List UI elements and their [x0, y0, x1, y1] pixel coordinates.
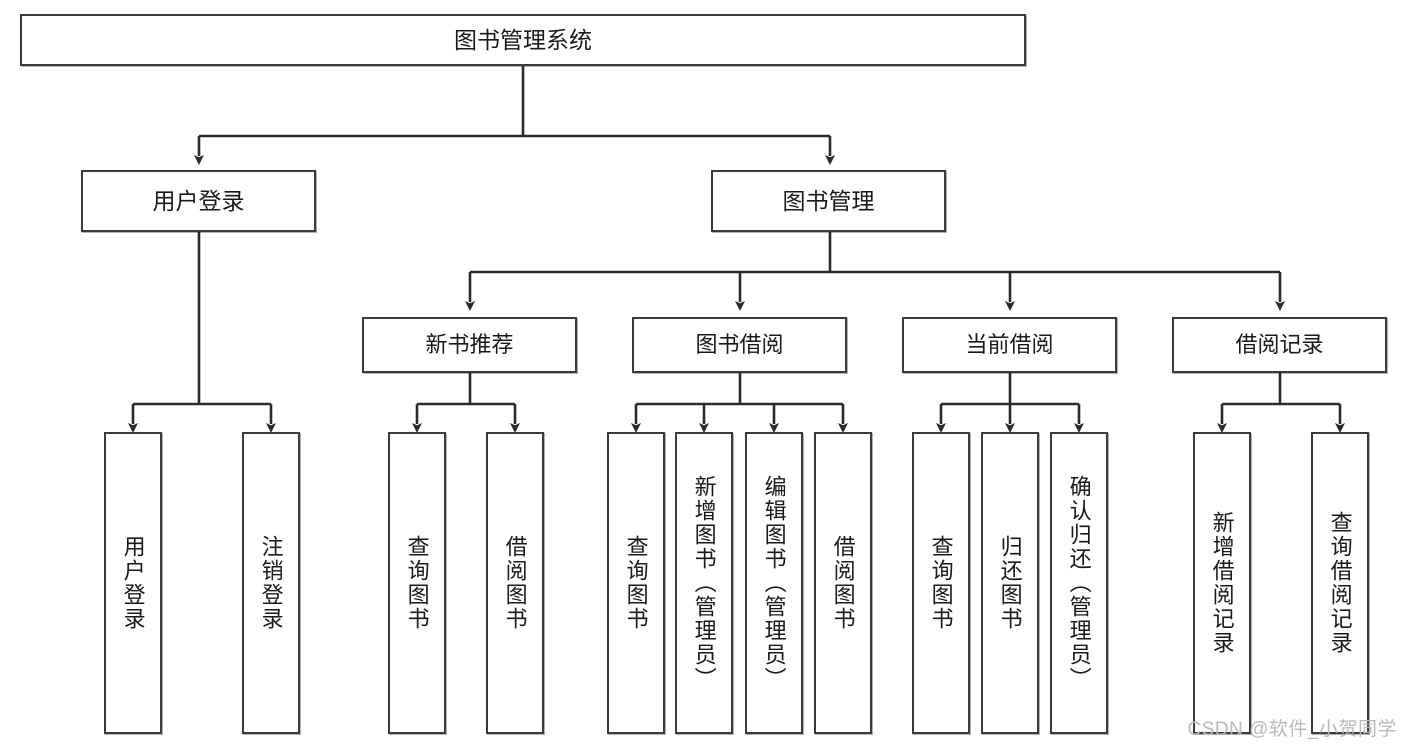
node-label: 查询图书	[404, 535, 430, 631]
leaf-current-return-book[interactable]: 归还图书	[981, 432, 1039, 734]
node-label: 借阅记录	[1235, 332, 1324, 358]
node-label: 注销登录	[258, 535, 284, 631]
node-current-borrow[interactable]: 当前借阅	[902, 317, 1117, 373]
leaf-borrow-add-book-admin[interactable]: 新增图书（管理员）	[675, 432, 733, 734]
node-label: 新书推荐	[425, 332, 514, 358]
leaf-borrow-edit-book-admin[interactable]: 编辑图书（管理员）	[745, 432, 803, 734]
leaf-current-query-book[interactable]: 查询图书	[912, 432, 970, 734]
leaf-record-add[interactable]: 新增借阅记录	[1193, 432, 1251, 734]
node-borrow-record[interactable]: 借阅记录	[1172, 317, 1387, 373]
node-book-management[interactable]: 图书管理	[711, 170, 946, 232]
leaf-record-query[interactable]: 查询借阅记录	[1311, 432, 1369, 734]
node-user-login[interactable]: 用户登录	[81, 170, 316, 232]
leaf-borrow-borrow-book[interactable]: 借阅图书	[814, 432, 872, 734]
leaf-user-login-login[interactable]: 用户登录	[104, 432, 162, 734]
node-new-book-recommend[interactable]: 新书推荐	[362, 317, 577, 373]
node-label: 借阅图书	[830, 535, 856, 631]
node-label: 图书管理	[782, 187, 875, 214]
node-label: 确认归还（管理员）	[1066, 475, 1092, 691]
node-label: 图书管理系统	[454, 26, 592, 53]
node-label: 归还图书	[997, 535, 1023, 631]
node-label: 借阅图书	[502, 535, 528, 631]
node-label: 查询图书	[623, 535, 649, 631]
node-label: 查询借阅记录	[1327, 511, 1353, 655]
node-label: 新增图书（管理员）	[691, 475, 717, 691]
leaf-current-confirm-return-admin[interactable]: 确认归还（管理员）	[1050, 432, 1108, 734]
node-book-borrow[interactable]: 图书借阅	[632, 317, 847, 373]
node-label: 编辑图书（管理员）	[761, 475, 787, 691]
leaf-new-book-borrow[interactable]: 借阅图书	[486, 432, 544, 734]
node-label: 图书借阅	[695, 332, 784, 358]
node-label: 用户登录	[120, 535, 146, 631]
node-label: 新增借阅记录	[1209, 511, 1235, 655]
leaf-user-login-logout[interactable]: 注销登录	[242, 432, 300, 734]
leaf-borrow-query-book[interactable]: 查询图书	[607, 432, 665, 734]
node-label: 用户登录	[152, 187, 245, 214]
node-label: 当前借阅	[965, 332, 1054, 358]
node-root-system[interactable]: 图书管理系统	[20, 14, 1026, 66]
node-label: 查询图书	[928, 535, 954, 631]
watermark: CSDN @软件_小贺同学	[1187, 719, 1397, 740]
leaf-new-book-query[interactable]: 查询图书	[388, 432, 446, 734]
